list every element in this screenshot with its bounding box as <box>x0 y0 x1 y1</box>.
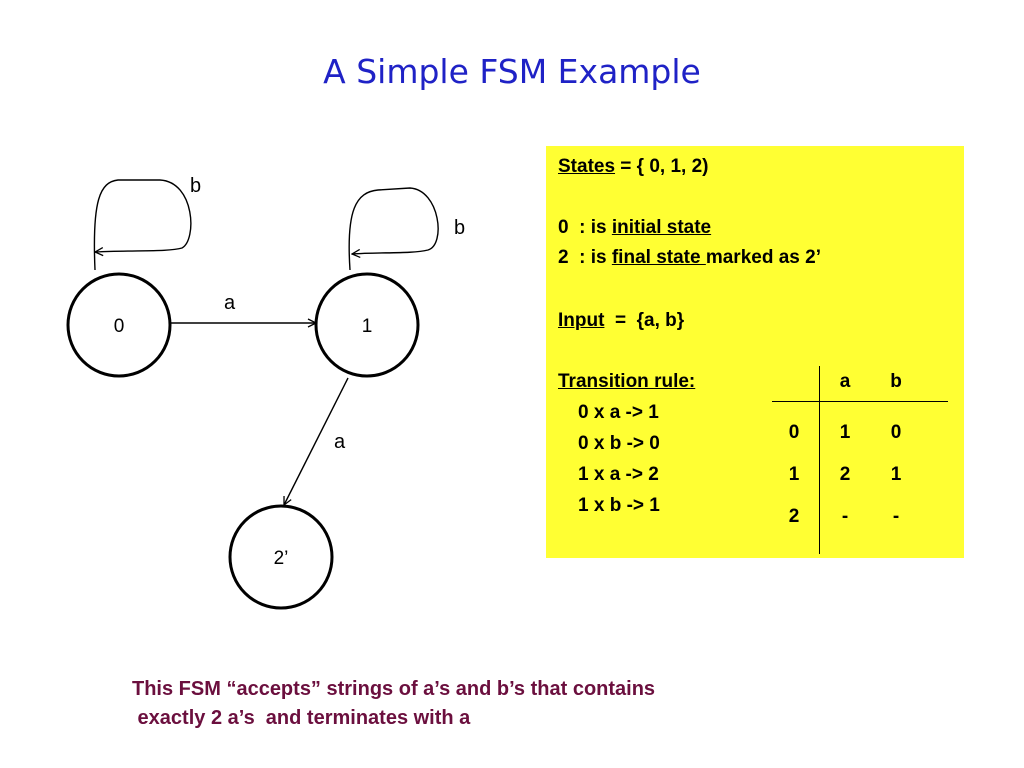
rule-line: 0 x b -> 0 <box>578 433 660 454</box>
caption-line-1: This FSM “accepts” strings of a’s and b’… <box>132 678 656 700</box>
table-cell: - <box>841 506 849 527</box>
slide-title: A Simple FSM Example <box>323 52 701 91</box>
states-key: States <box>558 156 616 177</box>
states-value: = { 0, 1, 2) <box>615 156 709 177</box>
final-suffix: marked as 2’ <box>705 247 821 268</box>
table-cell: 2 <box>839 464 851 485</box>
table-cell: - <box>892 506 900 527</box>
edge-loop-0-b <box>93 179 192 271</box>
table-row-state: 2 <box>788 506 800 527</box>
state-label-2: 2’ <box>274 548 289 569</box>
transition-rule-heading: Transition rule: <box>558 371 695 393</box>
table-header-a: a <box>839 371 851 392</box>
input-value: = {a, b} <box>604 310 685 331</box>
final-state-line: 2 : is final state marked as 2’ <box>558 247 821 269</box>
state-1 <box>314 272 420 378</box>
table-cell: 1 <box>890 464 902 485</box>
table-header-divider <box>772 401 948 402</box>
initial-state-term: initial state <box>611 217 712 238</box>
table-column-divider <box>819 366 820 554</box>
edge-label-loop-1: b <box>454 217 465 239</box>
table-row-state: 1 <box>788 464 800 485</box>
caption-line-2: exactly 2 a’s and terminates with a <box>132 707 471 729</box>
state-2-final <box>228 504 334 610</box>
table-cell: 0 <box>890 422 902 443</box>
fsm-definition-box: States = { 0, 1, 2) 0 : is initial state… <box>546 146 964 558</box>
edge-loop-1-b <box>348 187 439 271</box>
input-key: Input <box>558 310 605 331</box>
initial-prefix: 0 : is <box>558 217 612 238</box>
rule-line: 0 x a -> 1 <box>578 402 659 423</box>
state-0 <box>66 272 172 378</box>
edge-1-2-a <box>284 377 349 505</box>
edge-label-1-2: a <box>334 431 346 453</box>
states-line: States = { 0, 1, 2) <box>558 156 709 178</box>
initial-state-line: 0 : is initial state <box>558 217 711 239</box>
final-prefix: 2 : is <box>558 247 612 268</box>
rule-line: 1 x b -> 1 <box>578 495 660 516</box>
state-label-1: 1 <box>362 316 373 337</box>
edge-label-0-1: a <box>224 292 236 314</box>
rule-line: 1 x a -> 2 <box>578 464 659 485</box>
table-header-b: b <box>890 371 902 392</box>
transition-key: Transition rule: <box>558 371 696 392</box>
edge-label-loop-0: b <box>190 175 201 197</box>
state-label-0: 0 <box>114 316 125 337</box>
table-cell: 1 <box>839 422 851 443</box>
input-line: Input = {a, b} <box>558 310 684 332</box>
final-state-term: final state <box>611 247 706 268</box>
table-row-state: 0 <box>788 422 800 443</box>
